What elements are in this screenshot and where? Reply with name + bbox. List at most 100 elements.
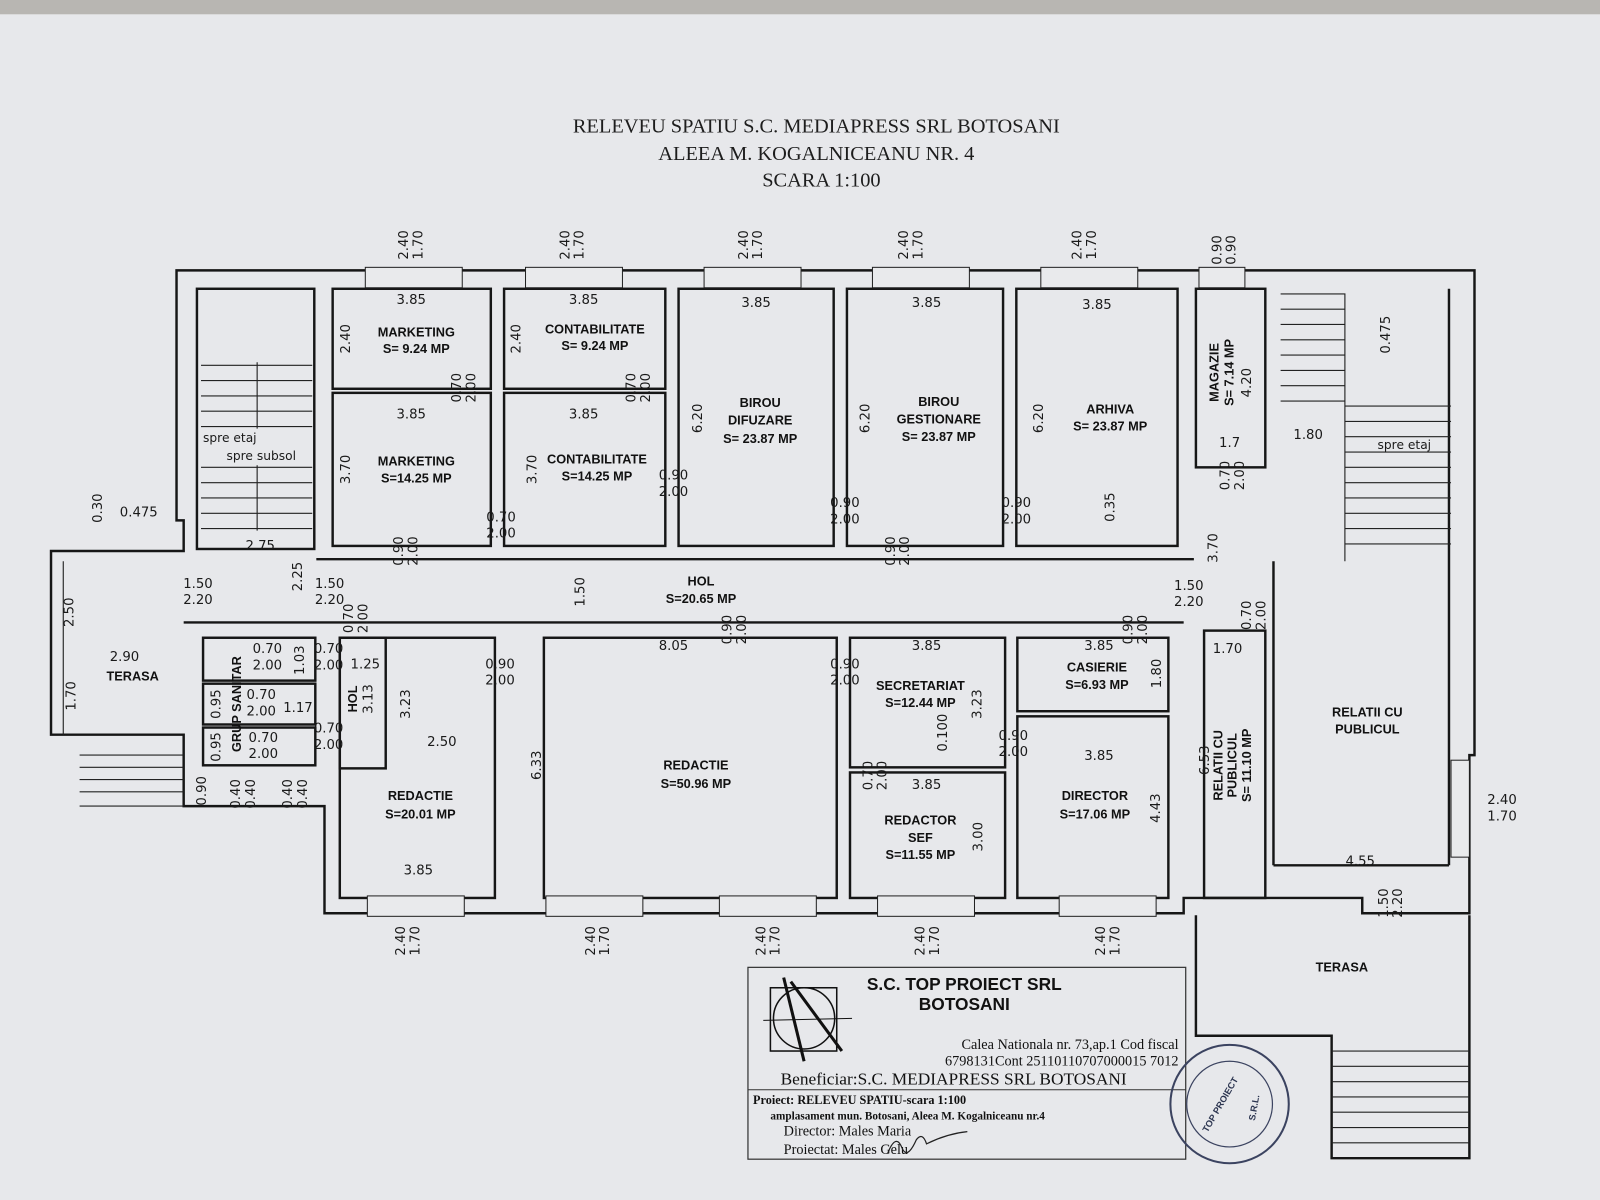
window-sill: 1.70 [411, 230, 426, 260]
paper-edge [0, 0, 1600, 15]
window-height: 2.40 [394, 926, 409, 956]
stairs-terrace-right [1331, 1050, 1470, 1144]
area-marketing-1: S= 9.24 MP [383, 341, 450, 356]
dim-hol-small: 3.13 [361, 684, 376, 714]
window-height: 2.40 [1094, 926, 1109, 956]
location: amplasament mun. Botosani, Aleea M. Koga… [770, 1110, 1045, 1122]
door-height: 2.20 [1391, 888, 1406, 918]
door-height: 2.00 [898, 536, 913, 566]
area-birou-difuzare: S= 23.87 MP [723, 431, 798, 446]
dim: 0.475 [1379, 316, 1394, 354]
window-sill: 1.70 [769, 926, 784, 956]
label-relatii-small-2: PUBLICUL [1225, 733, 1240, 798]
door-height: 2.00 [830, 512, 860, 527]
window [871, 266, 970, 289]
window [545, 895, 644, 917]
dim: 4.20 [1240, 368, 1255, 398]
door-width: 0.90 [1002, 496, 1032, 511]
door-height: 2.00 [246, 704, 276, 719]
door-height: 2.00 [314, 658, 344, 673]
dim: 6.20 [1032, 404, 1047, 434]
title-line-2: ALEEA M. KOGALNICEANU NR. 4 [658, 143, 974, 165]
door-width: 0.70 [246, 688, 276, 703]
label-contabilitate-2: CONTABILITATE [547, 451, 647, 466]
dim: 3.70 [1206, 533, 1221, 563]
door-width: 1.50 [183, 577, 213, 592]
dim: 8.05 [659, 639, 689, 654]
dim: 3.85 [1082, 298, 1112, 313]
label-birou-difuzare-2: DIFUZARE [728, 412, 792, 427]
dim: 6.53 [1198, 745, 1213, 775]
door-height: 2.20 [183, 593, 213, 608]
door-width: 0.70 [861, 761, 876, 791]
window-height: 0.90 [1210, 235, 1225, 265]
drawing-title: RELEVEU SPATIU S.C. MEDIAPRESS SRL BOTOS… [573, 116, 1060, 192]
signature [887, 1131, 968, 1154]
dim: 0.35 [1103, 492, 1118, 522]
door-height: 2.00 [735, 615, 750, 645]
room-dimensions: 3.85 3.85 3.85 3.85 3.85 3.85 3.85 2.40 … [62, 293, 1393, 878]
area-redactor-sef: S=11.55 MP [885, 847, 955, 862]
label-secretariat: SECRETARIAT [876, 678, 965, 693]
dim: 1.7 [1219, 436, 1240, 451]
window [1198, 266, 1246, 289]
door-height: 2.00 [486, 527, 516, 542]
dim: 3.85 [396, 407, 426, 422]
window-height: 2.40 [913, 926, 928, 956]
company-logo [763, 977, 853, 1062]
company-name: S.C. TOP PROIECT SRL [867, 974, 1062, 994]
label-redactor-sef: REDACTOR [884, 812, 956, 827]
window-height: 2.40 [737, 230, 752, 260]
dim: 1.70 [1213, 642, 1243, 657]
window-sill: 1.70 [573, 230, 588, 260]
window-sill: 1.70 [911, 230, 926, 260]
dim: 0.30 [91, 493, 106, 523]
room-magazie [1194, 287, 1267, 469]
room-birou-gestionare [845, 287, 1005, 548]
dim: 0.40 [281, 779, 296, 809]
label-grup-sanitar: GRUP SANITAR [229, 656, 244, 752]
window-height: 2.40 [1071, 230, 1086, 260]
dim: 2.40 [509, 324, 524, 354]
door-width: 0.70 [1219, 461, 1234, 491]
dim: 1.70 [65, 681, 80, 711]
room-grup-sanitar-2 [201, 682, 317, 726]
door-width: 1.50 [1174, 579, 1204, 594]
label-hol: HOL [688, 574, 715, 589]
window-height: 2.40 [1487, 793, 1517, 808]
dim: 2.75 [245, 539, 275, 554]
door-height: 2.00 [659, 485, 689, 500]
window [877, 895, 975, 917]
door-height: 2.00 [1254, 601, 1269, 631]
dim: 0.90 [195, 776, 210, 806]
door-height: 2.20 [1174, 595, 1204, 610]
window [718, 895, 817, 917]
door-width: 1.50 [1377, 888, 1392, 918]
window-sill: 1.70 [751, 230, 766, 260]
door-width: 0.70 [486, 510, 516, 525]
room-contabilitate-1 [502, 287, 667, 390]
designer-name: Proiectat: Males Gelu [784, 1142, 908, 1158]
dim: 1.80 [1150, 659, 1165, 689]
room-marketing-1 [331, 287, 493, 390]
window-sill: 1.70 [1487, 809, 1517, 824]
label-birou-gestionare-2: GESTIONARE [897, 411, 981, 426]
door-height: 2.00 [249, 747, 279, 762]
label-redactie: REDACTIE [663, 757, 728, 772]
dim: 3.85 [741, 296, 771, 311]
area-magazie: S= 7.14 MP [1222, 338, 1237, 405]
window-sill: 0.90 [1225, 235, 1240, 265]
room-contabilitate-2 [502, 391, 667, 548]
window-sill: 1.70 [928, 926, 943, 956]
dim: 3.23 [399, 689, 414, 719]
room-labels: MARKETING S= 9.24 MP CONTABILITATE S= 9.… [106, 322, 1431, 975]
door-height: 2.00 [1233, 461, 1248, 491]
dim: 3.00 [972, 822, 987, 852]
door-height: 2.00 [639, 373, 654, 403]
stairs-right [1280, 293, 1452, 562]
door-dimensions: 0.902.00 0.902.00 0.902.00 0.902.00 0.90… [183, 373, 1406, 918]
window-sill: 1.70 [1108, 926, 1123, 956]
door-height: 2.00 [253, 658, 283, 673]
dim: 3.70 [526, 455, 541, 485]
